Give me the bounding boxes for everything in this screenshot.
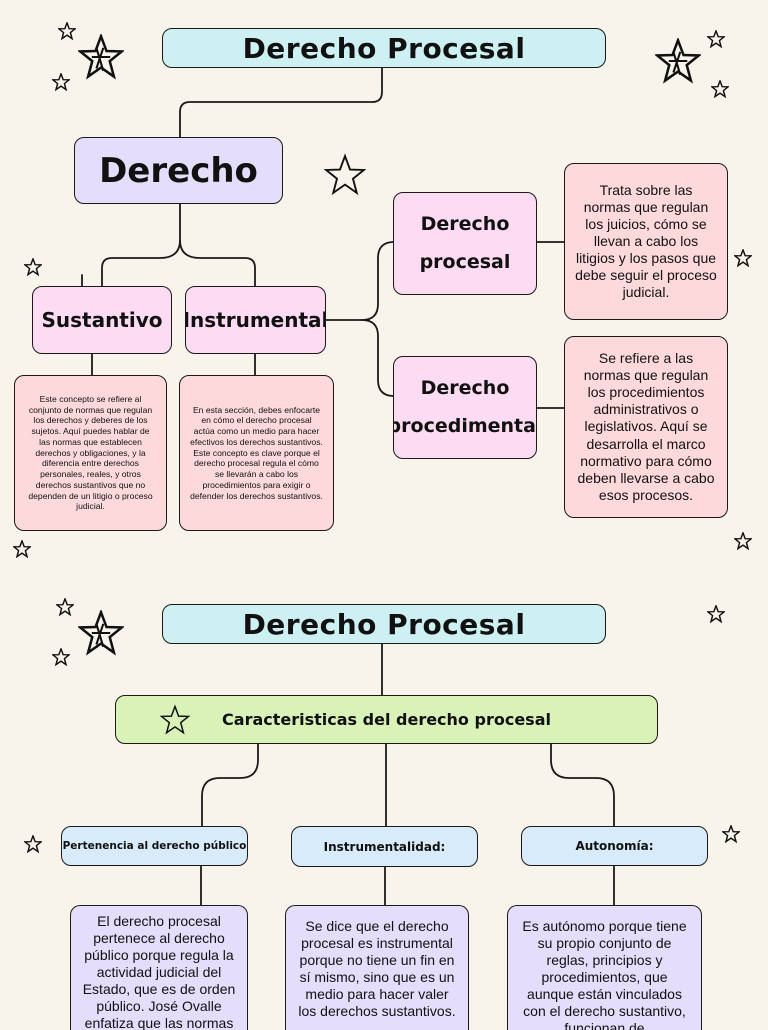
characteristics-header: Caracteristicas del derecho procesal [115,695,658,744]
star-icon [160,704,190,735]
pertenencia-description: El derecho procesal pertenece al derecho… [70,905,248,1030]
procesal-description: Trata sobre las normas que regulan los j… [564,163,728,320]
star-icon [734,249,752,267]
star-icon [24,835,42,853]
item-autonomia: Autonomía: [521,826,708,866]
subbranch-label-line2: procedimental [393,414,537,437]
subbranch-label-line2: procesal [419,250,511,273]
subbranch-label-line1: Derecho [420,213,510,236]
star-icon [734,532,752,550]
subbranch-derecho-procesal: Derecho procesal [393,192,537,295]
branch-sustantivo: Sustantivo [32,286,172,354]
star-icon [655,38,701,84]
star-icon [58,22,76,40]
star-icon [707,30,725,48]
star-icon [78,34,124,80]
procedimental-description: Se refiere a las normas que regulan los … [564,336,728,518]
item-instrumentalidad: Instrumentalidad: [291,826,478,867]
sustantivo-description: Este concepto se refiere al conjunto de … [14,375,167,531]
instrumental-description: En esta sección, debes enfocarte en cómo… [179,375,334,531]
star-icon [722,825,740,843]
subbranch-label-line1: Derecho [420,377,510,400]
autonomia-description: Es autónomo porque tiene su propio conju… [507,905,702,1030]
star-icon [24,258,42,276]
star-icon [13,540,31,558]
star-icon [52,73,70,91]
star-icon [711,80,729,98]
star-icon [324,153,366,196]
star-icon [707,605,725,623]
star-icon [56,598,74,616]
star-icon [78,610,124,656]
section2-title: Derecho Procesal [162,604,606,644]
section1-title: Derecho Procesal [162,28,606,68]
star-icon [52,648,70,666]
item-pertenencia: Pertenencia al derecho público [61,826,248,866]
branch-instrumental: Instrumental [185,286,326,354]
root-node-derecho: Derecho [74,137,283,204]
instrumentalidad-description: Se dice que el derecho procesal es instr… [285,905,469,1030]
subbranch-derecho-procedimental: Derecho procedimental [393,356,537,459]
